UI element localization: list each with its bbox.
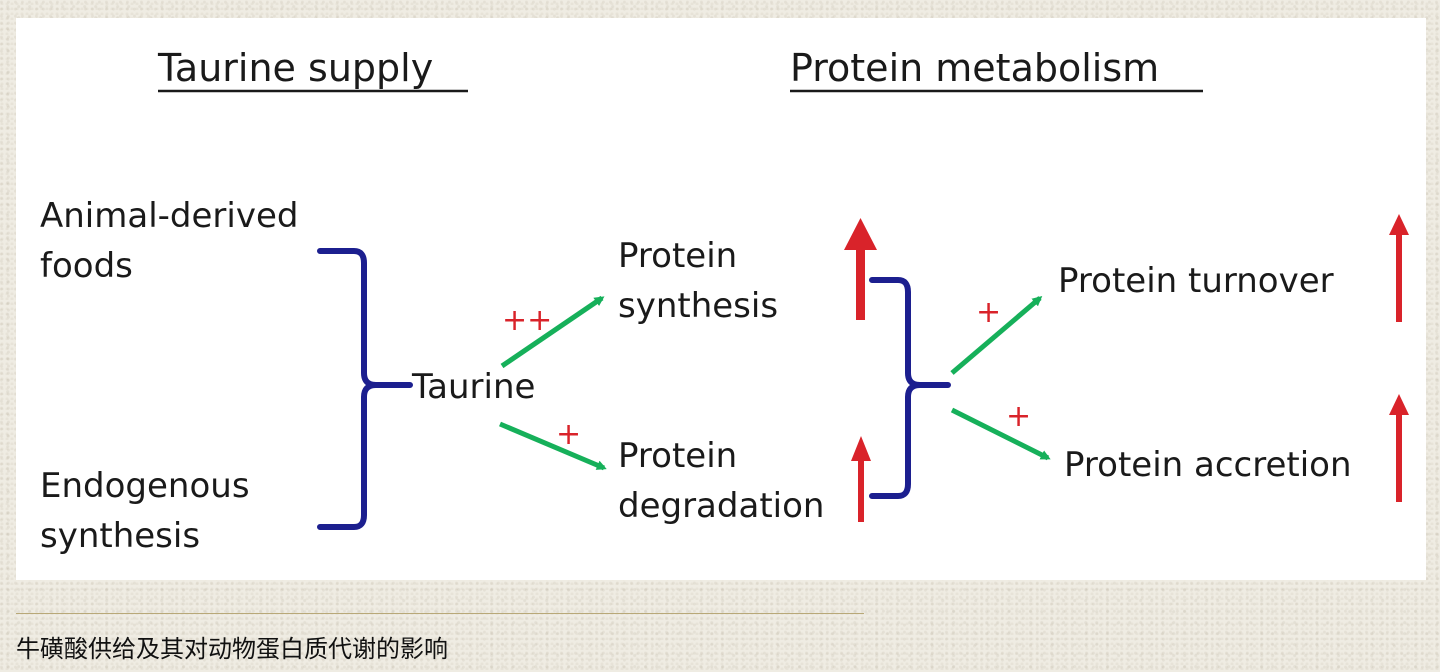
- arrow-to-degradation: [499, 421, 607, 471]
- diagram-panel: Taurine supply Protein metabolism Animal…: [16, 18, 1426, 580]
- arrow-to-synthesis: [500, 295, 605, 369]
- effect-degradation-line1: Protein: [618, 436, 737, 476]
- source-animal-foods-line1: Animal-derived: [40, 196, 298, 236]
- figure-caption: 牛磺酸供给及其对动物蛋白质代谢的影响: [16, 635, 448, 663]
- arrow-to-accretion: [950, 407, 1051, 461]
- arrow-to-turnover: [950, 296, 1043, 375]
- outcome-turnover: Protein turnover: [1058, 261, 1334, 301]
- sign-degradation: +: [556, 417, 581, 452]
- up-arrow-degradation: [851, 436, 871, 522]
- up-arrow-accretion: [1389, 394, 1409, 502]
- up-arrow-turnover: [1389, 214, 1409, 322]
- effect-degradation-line2: degradation: [618, 486, 824, 526]
- bracket-effects: [869, 277, 951, 499]
- center-taurine: Taurine: [411, 367, 535, 407]
- effect-synthesis-line2: synthesis: [618, 286, 778, 326]
- caption-divider: [16, 613, 864, 614]
- sign-turnover: +: [976, 295, 1001, 330]
- heading-taurine-supply: Taurine supply: [157, 46, 433, 90]
- source-endogenous-line1: Endogenous: [40, 466, 250, 506]
- effect-synthesis-line1: Protein: [618, 236, 737, 276]
- taurine-protein-diagram: Taurine supply Protein metabolism Animal…: [40, 46, 1409, 556]
- sign-synthesis: ++: [502, 303, 552, 338]
- bracket-sources: [317, 248, 413, 530]
- heading-protein-metabolism: Protein metabolism: [790, 46, 1159, 90]
- outcome-accretion: Protein accretion: [1064, 445, 1352, 485]
- source-endogenous-line2: synthesis: [40, 516, 200, 556]
- source-animal-foods-line2: foods: [40, 246, 133, 286]
- sign-accretion: +: [1006, 399, 1031, 434]
- up-arrow-synthesis: [844, 218, 877, 320]
